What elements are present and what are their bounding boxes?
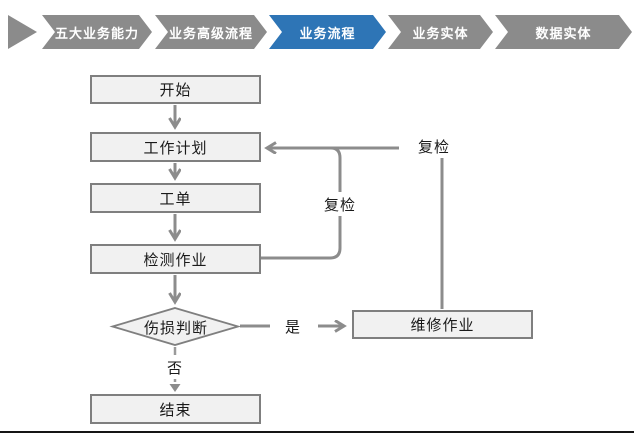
edge-label-recheck-outer: 复检: [410, 134, 458, 158]
nav-step-five-capabilities[interactable]: 五大业务能力: [42, 15, 152, 49]
flow-node-end: 结束: [90, 394, 261, 424]
flow-node-decision: 伤损判断: [143, 319, 208, 337]
slide-bottom-rule: [0, 431, 634, 433]
flow-node-plan: 工作计划: [90, 132, 261, 162]
nav-step-business-process[interactable]: 业务流程: [269, 15, 386, 49]
flow-node-start: 开始: [90, 75, 261, 104]
nav-step-business-entity[interactable]: 业务实体: [388, 15, 493, 49]
edge-label-yes: 是: [278, 314, 308, 338]
nav-step-advanced-process[interactable]: 业务高级流程: [155, 15, 267, 49]
edge-label-no: 否: [160, 355, 190, 379]
flow-node-order: 工单: [90, 183, 261, 213]
edge-label-recheck-inner: 复检: [321, 192, 359, 216]
flow-node-repair: 维修作业: [352, 310, 533, 339]
flow-node-inspect: 检测作业: [90, 244, 261, 274]
nav-step-data-entity[interactable]: 数据实体: [495, 15, 632, 49]
decision-diamond-shape: [109, 307, 242, 346]
